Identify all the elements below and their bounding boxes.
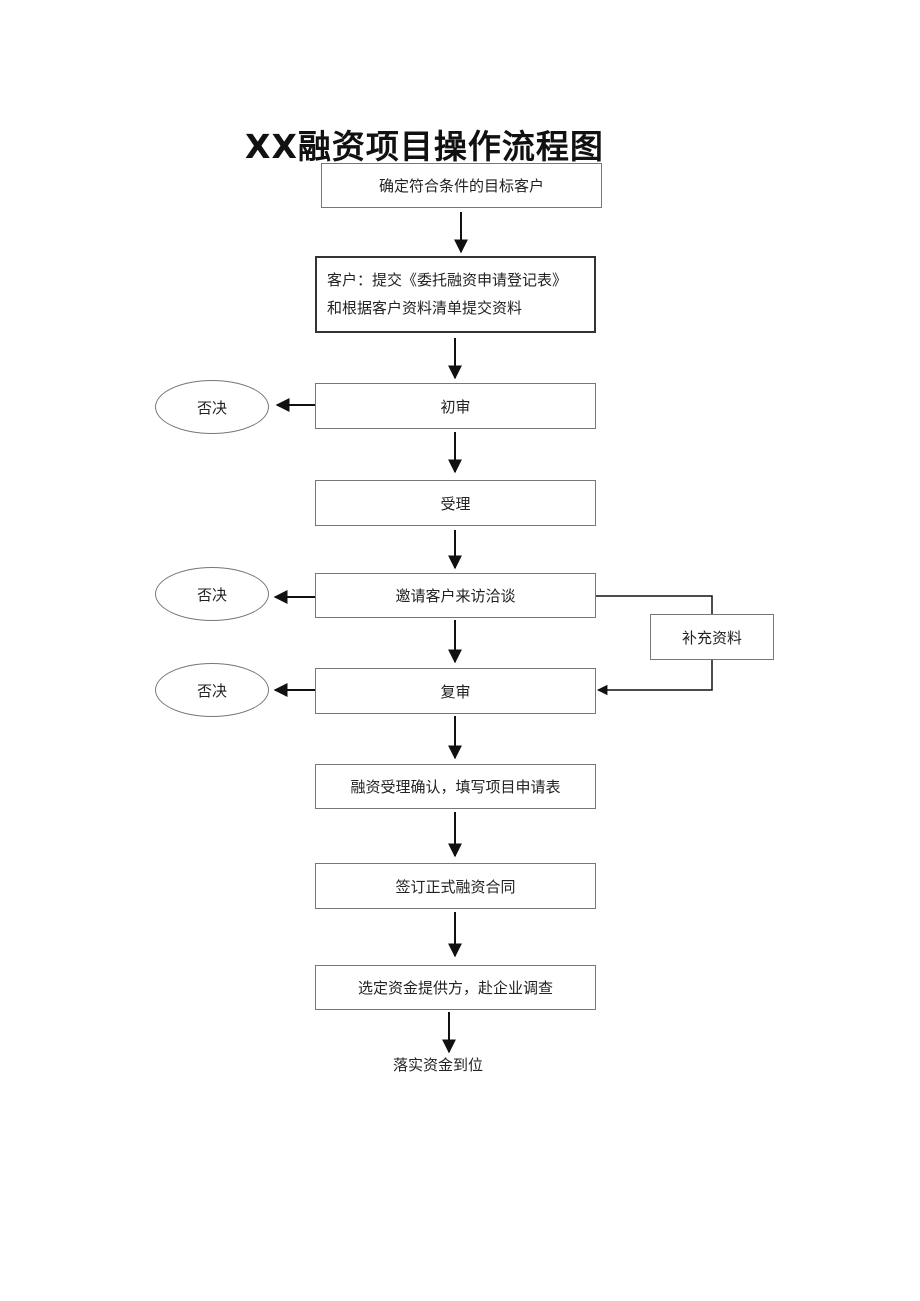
reject-label: 否决	[196, 681, 227, 700]
step-label: 签订正式融资合同	[395, 877, 516, 896]
reject-node-invite: 否决	[155, 567, 269, 621]
step-invite-client: 邀请客户来访洽谈	[315, 573, 596, 618]
step-label: 初审	[440, 397, 471, 416]
loop-s5-supplement	[596, 595, 713, 614]
reject-node-second-review: 否决	[155, 663, 269, 717]
step-identify-target-clients: 确定符合条件的目标客户	[321, 163, 602, 208]
reject-label: 否决	[196, 398, 227, 417]
step-label: 邀请客户来访洽谈	[395, 587, 516, 605]
step-label: 确定符合条件的目标客户	[378, 177, 544, 195]
step-sign-contract: 签订正式融资合同	[315, 863, 596, 909]
step-initial-review: 初审	[315, 383, 596, 429]
supplement-materials-node: 补充资料	[650, 614, 774, 660]
step-label-line2: 和根据客户资料清单提交资料	[327, 299, 523, 317]
step-label: 融资受理确认，填写项目申请表	[350, 778, 561, 796]
step-acceptance: 受理	[315, 480, 596, 526]
step-second-review: 复审	[315, 668, 596, 714]
supplement-label: 补充资料	[681, 628, 742, 647]
page-title: XX融资项目操作流程图	[245, 127, 604, 166]
step-confirm-and-fill-form: 融资受理确认，填写项目申请表	[315, 764, 596, 809]
loop-supplement-s6	[596, 660, 713, 696]
step-label: 选定资金提供方，赴企业调查	[357, 979, 553, 997]
step-label-line1: 客户：提交《委托融资申请登记表》	[327, 271, 568, 289]
step-funds-in-place: 落实资金到位	[393, 1056, 484, 1074]
step-select-funder: 选定资金提供方，赴企业调查	[315, 965, 596, 1010]
reject-node-initial-review: 否决	[155, 380, 269, 434]
step-label: 复审	[440, 682, 471, 701]
step-label: 受理	[440, 494, 471, 513]
step-submit-application: 客户：提交《委托融资申请登记表》 和根据客户资料清单提交资料	[315, 256, 596, 333]
reject-label: 否决	[196, 585, 227, 604]
